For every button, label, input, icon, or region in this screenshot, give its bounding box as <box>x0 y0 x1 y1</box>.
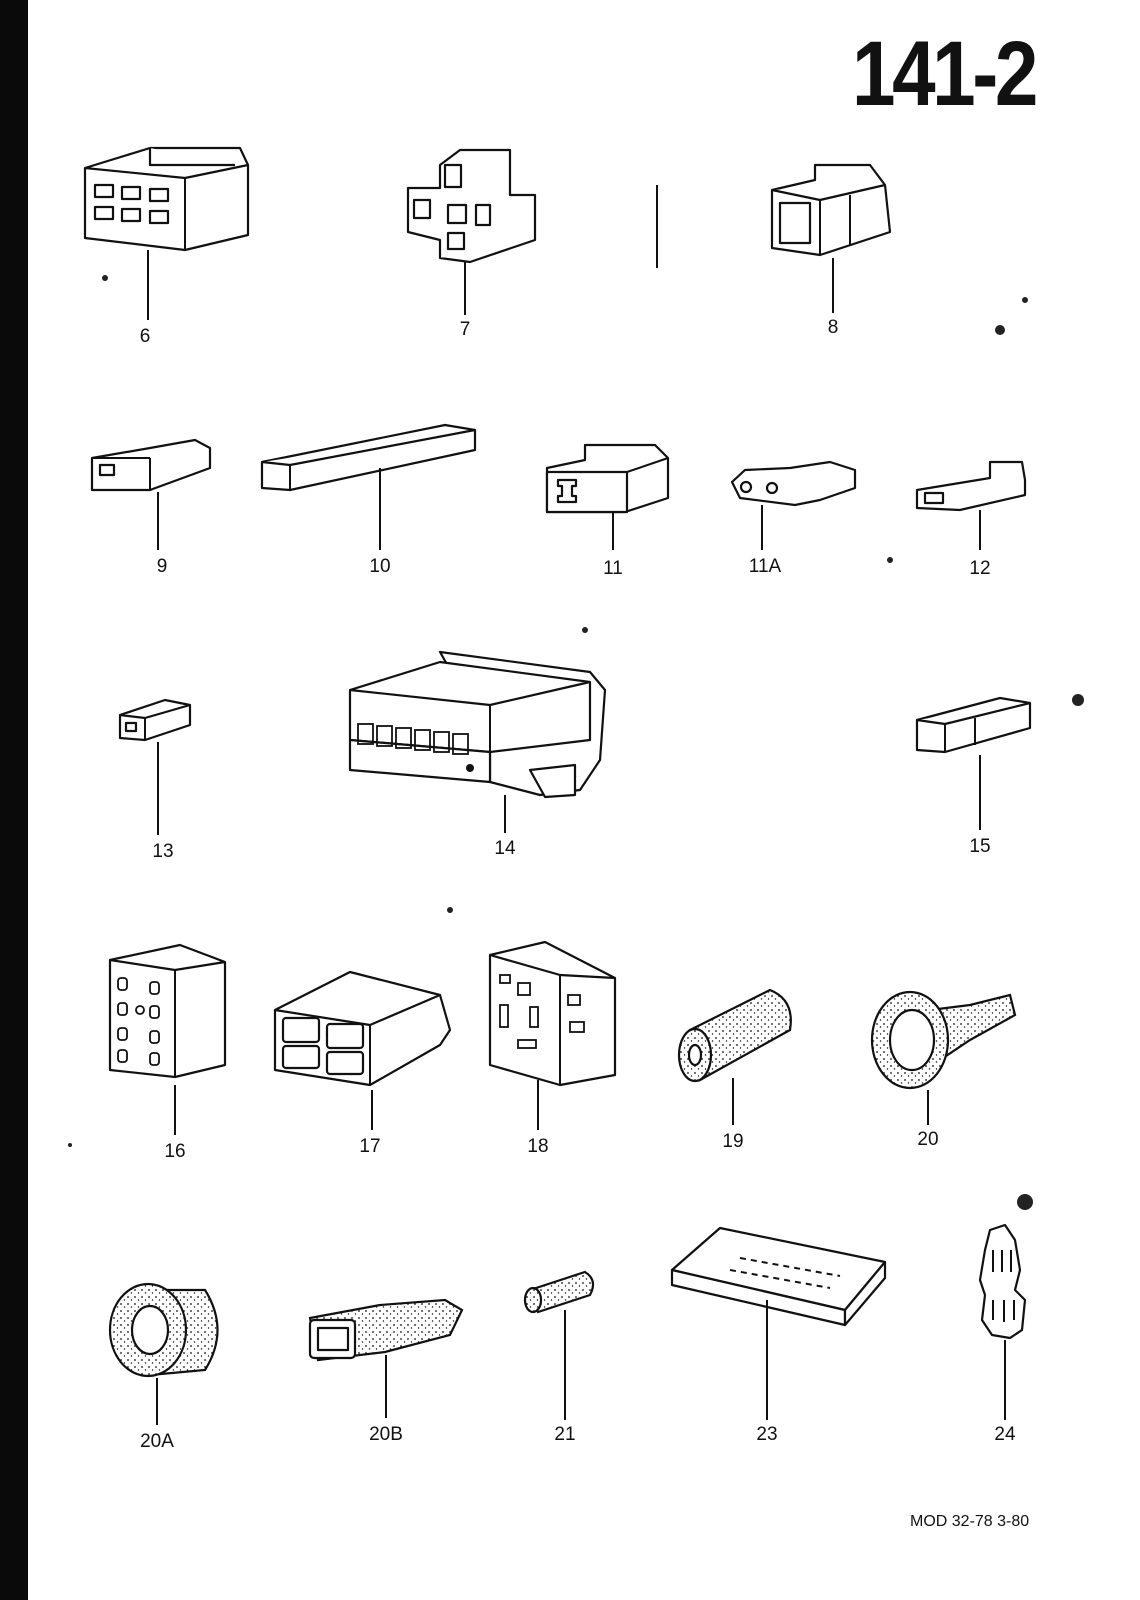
part-8: 8 <box>770 163 892 338</box>
part-label-8: 8 <box>828 317 839 338</box>
part-label-6: 6 <box>140 326 151 347</box>
part-10: 10 <box>260 423 477 577</box>
part-label-12: 12 <box>969 558 990 579</box>
part-label-13: 13 <box>152 841 173 862</box>
part-label-9: 9 <box>157 556 168 577</box>
part-6: 6 <box>83 146 250 347</box>
part-label-11a: 11A <box>749 556 782 577</box>
part-11a: 11A <box>730 460 857 577</box>
part-label-7: 7 <box>460 319 471 340</box>
scan-specks <box>68 275 1084 1210</box>
part-7: 7 <box>406 148 537 340</box>
part-label-10: 10 <box>369 556 390 577</box>
part-15: 15 <box>915 696 1032 857</box>
page-title: 141-2 <box>852 23 1038 125</box>
part-21: 21 <box>523 1270 595 1445</box>
part-12: 12 <box>915 460 1027 579</box>
part-label-21: 21 <box>554 1424 575 1445</box>
scan-edge <box>0 0 28 1600</box>
part-label-17: 17 <box>359 1136 380 1157</box>
part-19: 19 <box>677 988 792 1152</box>
part-13: 13 <box>118 698 192 862</box>
part-11: 11 <box>545 443 670 579</box>
part-20b: 20B <box>308 1298 464 1445</box>
part-label-14: 14 <box>494 838 516 859</box>
part-20: 20 <box>870 990 1017 1150</box>
part-20a: 20A <box>108 1282 219 1452</box>
part-label-18: 18 <box>527 1136 548 1157</box>
part-14: 14 <box>348 650 607 859</box>
footer-code: MOD 32-78 3-80 <box>910 1513 1030 1530</box>
part-label-11: 11 <box>603 558 623 579</box>
part-label-15: 15 <box>969 836 990 857</box>
part-23: 23 <box>670 1226 887 1445</box>
part-16: 16 <box>108 943 227 1162</box>
part-24: 24 <box>978 1223 1027 1445</box>
part-17: 17 <box>273 970 452 1157</box>
part-label-20a: 20A <box>140 1431 174 1452</box>
part-9: 9 <box>90 438 212 577</box>
part-label-20b: 20B <box>369 1424 403 1445</box>
part-label-24: 24 <box>994 1424 1016 1445</box>
part-18: 18 <box>488 940 617 1157</box>
part-label-20: 20 <box>917 1129 938 1150</box>
part-label-23: 23 <box>756 1424 777 1445</box>
part-label-19: 19 <box>722 1131 743 1152</box>
part-label-16: 16 <box>164 1141 185 1162</box>
